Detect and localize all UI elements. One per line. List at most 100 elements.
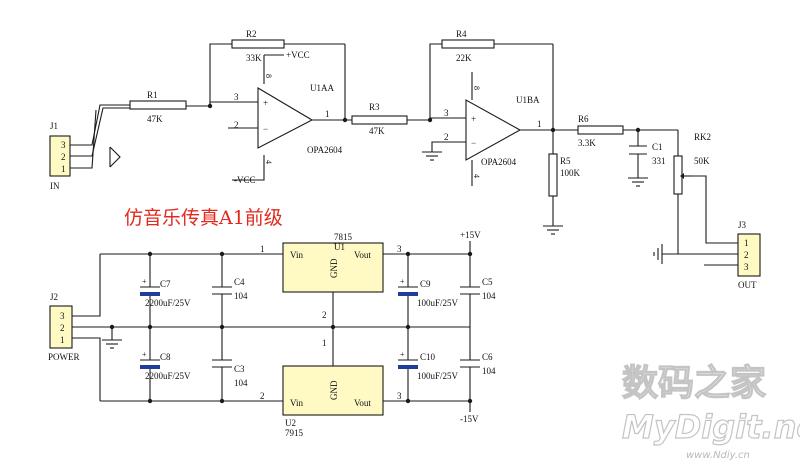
capacitor-c8: + C8 2200uF/25V <box>140 350 191 381</box>
watermark-site: MyDigit.net <box>622 408 800 446</box>
c7-value: 2200uF/25V <box>145 298 191 308</box>
u2-ref: U2 <box>285 418 296 428</box>
svg-text:1: 1 <box>61 164 66 174</box>
u1-ref: U1 <box>334 242 345 252</box>
c4-value: 104 <box>234 291 248 301</box>
j2-ref: J2 <box>50 292 58 302</box>
u1b-ref: U1BA <box>516 95 540 105</box>
vcc-neg-label: -VCC <box>234 175 256 185</box>
capacitor-c1: C1 331 <box>629 142 666 166</box>
u1-gnd: GND <box>329 258 339 278</box>
j1-ref: J1 <box>50 121 58 131</box>
j3-label: OUT <box>738 280 757 290</box>
connector-j1: 3 2 1 J1 IN <box>49 121 71 191</box>
c6-value: 104 <box>482 366 496 376</box>
u1b-part: OPA2604 <box>481 157 517 167</box>
potentiometer-rk2: RK2 50K <box>673 132 711 195</box>
svg-text:2: 2 <box>61 152 66 162</box>
vcc-pos-label: +VCC <box>286 50 310 60</box>
capacitor-c6: C6 104 <box>460 352 496 376</box>
u2-vin: Vin <box>290 398 303 408</box>
u1-vout: Vout <box>354 250 371 260</box>
u1b-pin8: 8 <box>472 86 481 90</box>
u2-gnd: GND <box>329 380 339 400</box>
u2-part: 7915 <box>285 428 304 438</box>
resistor-r5: R5 100K <box>548 153 581 197</box>
amp-wires <box>70 43 738 266</box>
u2-vout: Vout <box>354 398 371 408</box>
j3-ref: J3 <box>738 220 747 230</box>
watermark-cn: 数码之家 <box>622 363 766 404</box>
u2-pin3: 3 <box>397 391 402 401</box>
r1-ref: R1 <box>147 90 158 100</box>
r4-value: 22K <box>456 53 472 63</box>
svg-text:1: 1 <box>60 335 65 345</box>
resistor-r1: R1 47K <box>129 90 187 124</box>
u1a-pin8: 8 <box>264 74 273 78</box>
junctions-power <box>109 251 473 404</box>
svg-text:−: − <box>263 124 268 134</box>
svg-text:−: − <box>471 138 476 148</box>
r6-value: 3.3K <box>578 138 596 148</box>
watermark: 数码之家 MyDigit.net www.Ndiy.cn <box>621 362 800 461</box>
neg-rail-label: -15V <box>460 414 479 424</box>
r2-ref: R2 <box>246 29 257 39</box>
resistor-r2: R2 33K <box>231 29 285 63</box>
svg-text:3: 3 <box>744 262 749 272</box>
capacitor-c9: + C9 100uF/25V <box>398 277 459 308</box>
u1a-part: OPA2604 <box>307 145 343 155</box>
c5-ref: C5 <box>482 277 493 287</box>
capacitor-c7: + C7 2200uF/25V <box>140 277 191 308</box>
u1a-ref: U1AA <box>310 83 334 93</box>
svg-text:3: 3 <box>60 311 65 321</box>
regulator-u1: Vin Vout GND 7815 U1 1 3 2 <box>260 232 402 320</box>
c3-value: 104 <box>234 378 248 388</box>
ground-symbols-amp <box>422 151 663 264</box>
opamp-u1b: + − 3 2 1 8 4 U1BA OPA2604 <box>444 86 542 178</box>
connector-j2: 3 2 1 J2 POWER <box>48 292 80 362</box>
svg-text:2: 2 <box>744 250 749 260</box>
c3-ref: C3 <box>234 364 245 374</box>
c1-value: 331 <box>652 156 666 166</box>
u2-pin2: 2 <box>260 391 265 401</box>
resistor-r6: R6 3.3K <box>577 114 624 148</box>
r3-ref: R3 <box>369 102 380 112</box>
u2-pin1: 1 <box>322 338 327 348</box>
capacitor-c10: + C10 100uF/25V <box>398 350 459 381</box>
u1b-pin4: 4 <box>472 174 481 178</box>
pos-rail-label: +15V <box>460 230 481 240</box>
capacitor-c5: C5 104 <box>460 277 496 301</box>
svg-text:3: 3 <box>61 140 66 150</box>
c9-value: 100uF/25V <box>417 298 459 308</box>
capacitor-c3: C3 104 <box>212 359 248 388</box>
c8-value: 2200uF/25V <box>145 371 191 381</box>
u1a-pin1: 1 <box>325 109 330 119</box>
r4-ref: R4 <box>456 29 467 39</box>
svg-text:+: + <box>263 98 268 108</box>
r3-value: 47K <box>369 126 385 136</box>
r1-value: 47K <box>147 114 163 124</box>
j1-label: IN <box>50 181 60 191</box>
svg-text:+: + <box>400 277 405 286</box>
u1a-pin3: 3 <box>234 92 239 102</box>
resistor-r3: R3 47K <box>351 102 408 136</box>
u1b-pin1: 1 <box>537 119 542 129</box>
regulator-u2: Vin Vout GND U2 7915 2 3 1 <box>260 338 402 438</box>
c6-ref: C6 <box>482 352 493 362</box>
u1-pin1: 1 <box>260 244 265 254</box>
c9-ref: C9 <box>420 279 431 289</box>
u1-pin2: 2 <box>322 310 327 320</box>
svg-text:+: + <box>400 350 405 359</box>
u1b-pin2: 2 <box>444 132 449 142</box>
u1a-pin2: 2 <box>234 120 239 130</box>
svg-text:1: 1 <box>744 238 749 248</box>
svg-text:2: 2 <box>60 323 65 333</box>
c4-ref: C4 <box>234 277 245 287</box>
connector-j3: 1 2 3 J3 OUT <box>737 220 761 290</box>
opamp-u1a: + − 3 2 1 8 4 U1AA OPA2604 +VCC -VCC <box>234 50 343 185</box>
power-wires <box>72 241 471 412</box>
junctions-amp <box>207 103 641 133</box>
rk2-value: 50K <box>694 156 710 166</box>
rk2-ref: RK2 <box>694 132 711 142</box>
